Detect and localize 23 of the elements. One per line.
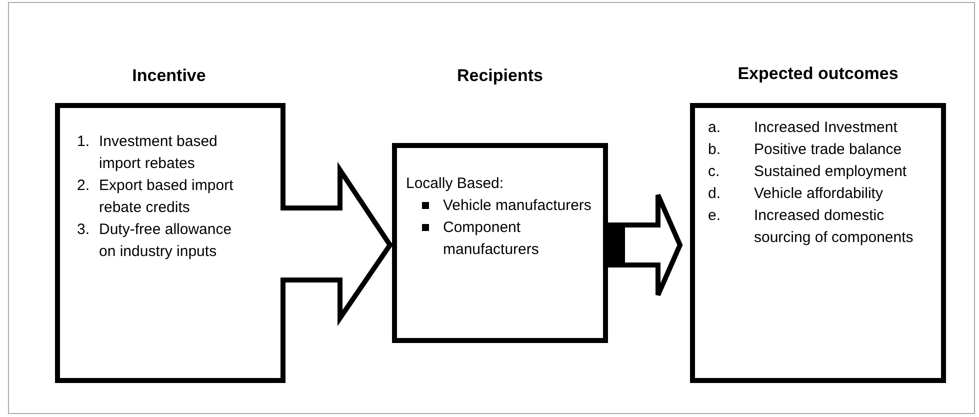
column-heading: Expected outcomes <box>738 63 898 84</box>
list-number: c. <box>708 162 721 182</box>
list-item: Positive trade balance <box>754 140 902 160</box>
list-number: 3. <box>77 220 91 240</box>
column-heading: Recipients <box>457 65 543 86</box>
list-item: Vehicle manufacturers <box>443 196 592 216</box>
list-item: Investment based import rebates <box>99 132 218 174</box>
list-number: e. <box>708 206 722 226</box>
column-heading: Incentive <box>132 65 206 86</box>
block-arrow <box>608 192 683 298</box>
list-item: Export based import rebate credits <box>99 176 234 218</box>
list-intro: Locally Based: <box>406 174 505 194</box>
list-number: b. <box>708 140 722 160</box>
list-item: Component manufacturers <box>443 218 540 260</box>
list-number: 2. <box>77 176 91 196</box>
list-item: Increased domestic sourcing of components <box>754 206 914 248</box>
list-item: Increased Investment <box>754 118 898 138</box>
list-item: Duty-free allowance on industry inputs <box>99 220 233 262</box>
list-item: Sustained employment <box>754 162 907 182</box>
list-number: d. <box>708 184 722 204</box>
list-number: a. <box>708 118 722 138</box>
list-item: Vehicle affordability <box>754 184 883 204</box>
list-number: 1. <box>77 132 91 152</box>
